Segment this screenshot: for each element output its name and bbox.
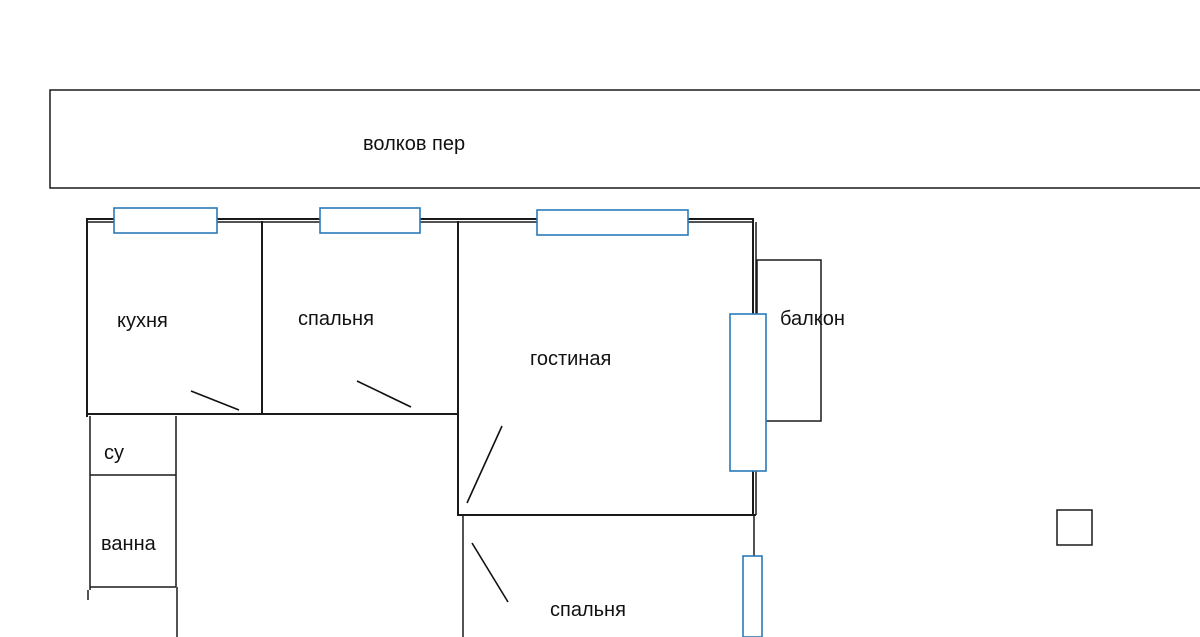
street-label: волков пер bbox=[363, 133, 465, 155]
room-labels: кухня спальня гостиная балкон су ванна с… bbox=[101, 308, 845, 621]
door-bedroom-2 bbox=[471, 542, 509, 603]
street-strip: волков пер bbox=[49, 89, 1200, 189]
doors bbox=[190, 380, 509, 603]
room-label-balcony: балкон bbox=[780, 308, 845, 330]
room-label-bath: ванна bbox=[101, 533, 157, 555]
window-bedroom bbox=[319, 207, 421, 234]
door-kitchen bbox=[190, 390, 240, 411]
window-balcony-door bbox=[729, 313, 767, 472]
room-label-kitchen: кухня bbox=[117, 310, 168, 332]
window-living bbox=[536, 209, 689, 236]
walls bbox=[86, 218, 757, 637]
room-label-bedroom-2: спальня bbox=[550, 599, 626, 621]
window-bedroom-2 bbox=[742, 555, 763, 637]
door-living bbox=[466, 425, 503, 504]
window-kitchen bbox=[113, 207, 218, 234]
room-label-living-room: гостиная bbox=[530, 348, 611, 370]
windows bbox=[113, 207, 767, 637]
square-marker bbox=[1056, 509, 1093, 546]
door-bedroom bbox=[356, 380, 412, 408]
room-label-wc: су bbox=[104, 442, 124, 464]
street-outline bbox=[49, 89, 1200, 189]
room-label-bedroom: спальня bbox=[298, 308, 374, 330]
